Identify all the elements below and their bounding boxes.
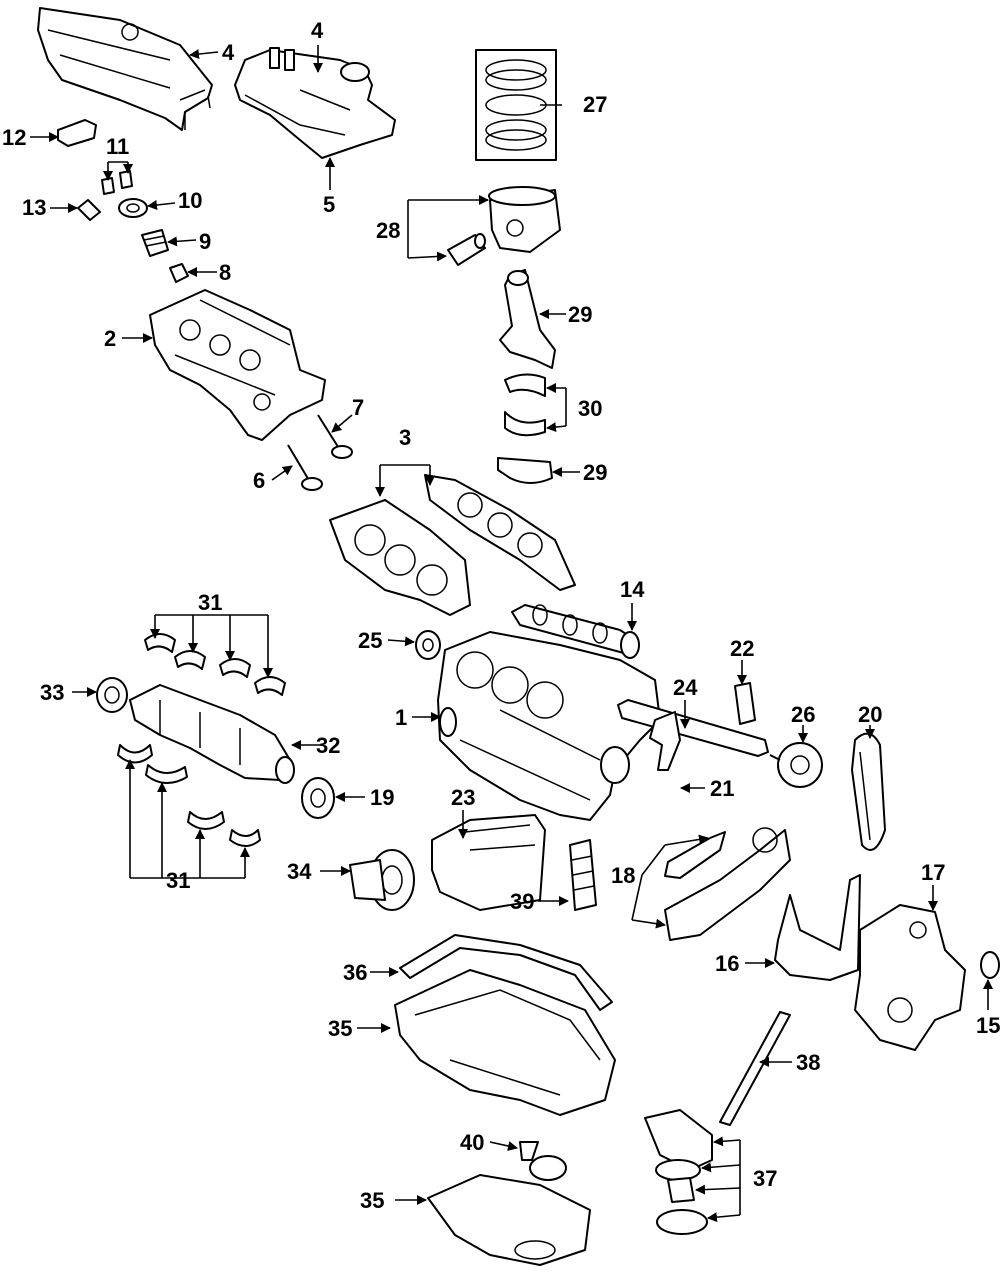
callout-29-upper: 29 <box>568 302 592 327</box>
callout-40: 40 <box>460 1130 484 1155</box>
part-roller-follower[interactable] <box>57 119 97 147</box>
part-oil-pump[interactable] <box>644 1109 713 1235</box>
part-main-bearings-upper[interactable] <box>144 633 286 696</box>
part-crankshaft[interactable] <box>129 684 295 784</box>
part-spring-retainer[interactable] <box>118 198 148 218</box>
callout-8: 8 <box>219 260 231 285</box>
callout-31-lower: 31 <box>166 868 190 893</box>
callout-14: 14 <box>620 577 645 602</box>
callout-11: 11 <box>106 134 129 159</box>
part-head-gasket-left[interactable] <box>329 499 471 616</box>
part-valve-cover-right[interactable] <box>234 47 396 159</box>
part-bracket[interactable] <box>649 711 681 771</box>
part-timing-chain-guide-small[interactable] <box>734 682 756 725</box>
callout-10: 10 <box>178 188 202 213</box>
callout-4-upper-left: 4 <box>222 40 235 65</box>
callout-37: 37 <box>753 1166 777 1191</box>
callout-36: 36 <box>343 960 367 985</box>
callout-24: 24 <box>673 675 698 700</box>
callout-20: 20 <box>858 702 882 727</box>
callout-4-upper-right: 4 <box>311 18 324 43</box>
part-piston-pin[interactable] <box>447 233 486 266</box>
callout-39: 39 <box>510 889 534 914</box>
part-chain-tensioner-arm[interactable] <box>664 827 791 941</box>
callout-35-upper: 35 <box>328 1016 352 1041</box>
part-piston[interactable] <box>488 186 561 253</box>
part-front-cover-gasket[interactable] <box>774 874 861 981</box>
callout-3: 3 <box>399 425 411 450</box>
part-intake-valve[interactable] <box>287 444 323 491</box>
callout-25: 25 <box>358 628 382 653</box>
part-piston-rings[interactable] <box>475 49 557 161</box>
part-dipstick-tube[interactable] <box>719 1011 791 1126</box>
part-valve-spring[interactable] <box>141 229 169 257</box>
part-timing-chain[interactable] <box>851 732 886 851</box>
part-rod-cap[interactable] <box>497 457 553 484</box>
part-camshaft[interactable] <box>511 604 640 659</box>
callout-13: 13 <box>22 195 46 220</box>
callout-5: 5 <box>323 192 335 217</box>
callout-12: 12 <box>2 125 26 150</box>
callout-9: 9 <box>199 229 211 254</box>
part-main-bearings-lower[interactable] <box>117 744 261 847</box>
part-idler-gear[interactable] <box>415 630 441 660</box>
part-front-seal[interactable] <box>980 951 1000 979</box>
callout-33: 33 <box>40 680 64 705</box>
callout-29-lower: 29 <box>583 460 607 485</box>
callout-38: 38 <box>796 1050 820 1075</box>
part-crank-sprocket[interactable] <box>301 777 335 819</box>
part-sprocket[interactable] <box>769 742 823 788</box>
part-exhaust-valve[interactable] <box>317 414 353 459</box>
part-rod-bearing-upper[interactable] <box>504 373 546 397</box>
callout-15: 15 <box>976 1013 1000 1038</box>
part-chain-guide-upper[interactable] <box>664 831 726 879</box>
callout-19: 19 <box>370 785 394 810</box>
part-cylinder-head[interactable] <box>149 289 326 441</box>
callout-23: 23 <box>451 785 475 810</box>
callout-31-upper: 31 <box>198 590 222 615</box>
part-valve-cover-left[interactable] <box>37 7 213 131</box>
callout-2: 2 <box>104 326 116 351</box>
callout-1: 1 <box>395 705 407 730</box>
callout-18: 18 <box>611 863 635 888</box>
part-oil-pump-drive[interactable] <box>569 839 597 911</box>
leader-lines <box>30 45 993 1223</box>
part-head-gasket-right[interactable] <box>424 474 576 591</box>
part-oil-pan-upper[interactable] <box>394 969 616 1116</box>
callout-26: 26 <box>791 702 815 727</box>
callout-27: 27 <box>583 92 607 117</box>
callout-32: 32 <box>316 733 340 758</box>
callout-7: 7 <box>352 395 364 420</box>
part-oil-pan-lower[interactable] <box>427 1174 591 1266</box>
part-valve-seal[interactable] <box>169 263 189 283</box>
part-valve-keepers[interactable] <box>101 170 133 195</box>
part-balance-shaft[interactable] <box>617 699 769 757</box>
part-crankshaft-damper[interactable] <box>349 849 415 911</box>
callout-16: 16 <box>715 951 739 976</box>
callout-30: 30 <box>578 396 602 421</box>
part-oil-pan-gasket[interactable] <box>399 934 613 1011</box>
callout-34: 34 <box>287 859 312 884</box>
part-front-cover[interactable] <box>854 904 966 1051</box>
callout-17: 17 <box>921 860 945 885</box>
part-drain-plug[interactable] <box>519 1141 567 1181</box>
callout-35-lower: 35 <box>360 1188 384 1213</box>
part-lash-adjuster[interactable] <box>77 199 101 221</box>
part-engine-block[interactable] <box>437 631 661 821</box>
part-connecting-rod[interactable] <box>499 269 556 369</box>
callout-28: 28 <box>376 218 400 243</box>
callout-22: 22 <box>730 636 754 661</box>
part-rear-main-seal[interactable] <box>96 677 128 713</box>
callout-labels: 4 4 5 27 12 11 13 10 9 8 28 29 2 30 7 3 … <box>2 18 1000 1213</box>
callout-21: 21 <box>710 776 734 801</box>
callout-6: 6 <box>253 468 265 493</box>
part-rod-bearing-lower[interactable] <box>504 411 546 437</box>
